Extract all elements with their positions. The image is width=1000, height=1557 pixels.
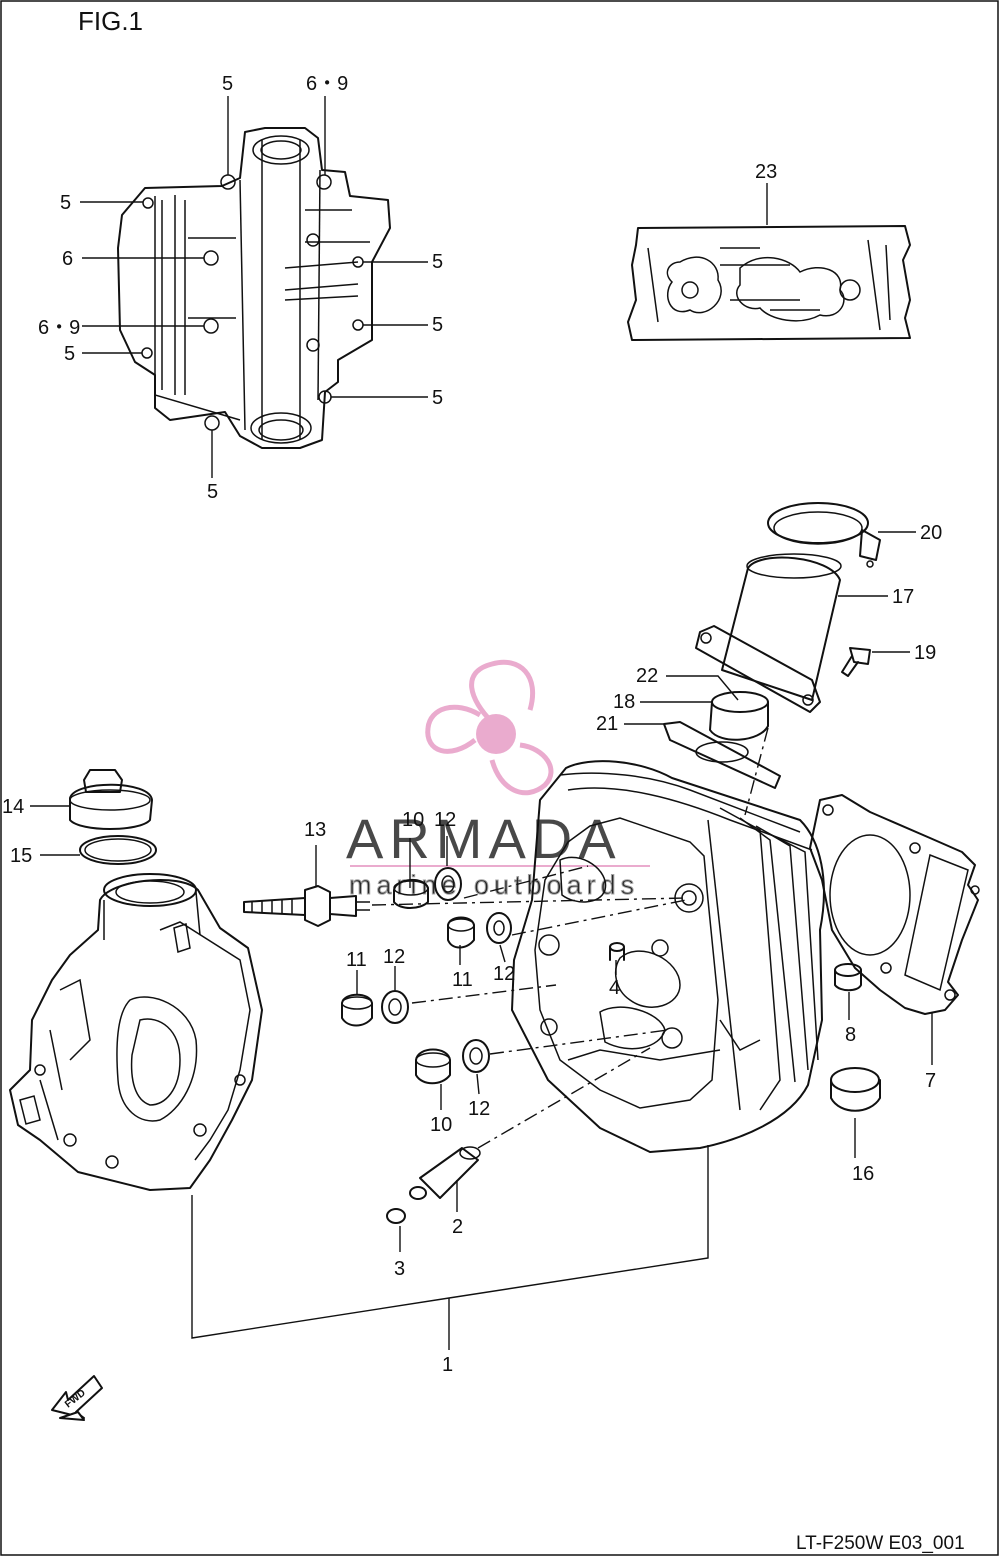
cylinder-head xyxy=(511,760,825,1153)
callout-bolt-left-1: 5 xyxy=(60,192,71,214)
callout-bolt-right-1: 5 xyxy=(432,251,443,273)
propeller-icon xyxy=(425,659,554,796)
callout-cap-nut-upper: 10 xyxy=(402,809,424,831)
callout-bolt-top-right: 6・9 xyxy=(306,73,348,95)
forward-direction-arrow: FWD xyxy=(51,1375,103,1421)
intake-gasket xyxy=(663,721,781,789)
part-callouts: 1 2 3 4 7 8 10 10 11 11 12 12 12 12 13 1… xyxy=(2,522,942,1376)
dowel-pin xyxy=(834,963,862,992)
callout-spark-plug: 13 xyxy=(304,819,326,841)
gasket-set-bag xyxy=(627,225,911,341)
callout-intake-o-ring: 22 xyxy=(636,665,658,687)
top-leader-lines xyxy=(80,96,768,478)
part-leader-lines xyxy=(30,531,933,1350)
cap-nut-lower xyxy=(415,1048,451,1085)
snap-ring xyxy=(386,1208,406,1224)
callout-filler-cap-o-ring: 15 xyxy=(10,845,32,867)
spark-plug xyxy=(243,885,370,927)
washer-lower xyxy=(462,1039,490,1073)
callout-bolt-right-3: 5 xyxy=(432,387,443,409)
callout-washer-middle: 12 xyxy=(383,946,405,968)
intake-insulator xyxy=(709,691,769,741)
callout-intake-screw: 19 xyxy=(914,642,936,664)
callout-snap-ring: 3 xyxy=(394,1258,405,1280)
figure-code: LT-F250W E03_001 xyxy=(796,1533,965,1554)
callout-cap-nut-lower: 10 xyxy=(430,1114,452,1136)
watermark-brand: ARMADA xyxy=(346,807,622,870)
callout-bolt-right-2: 5 xyxy=(432,314,443,336)
intake-pipe xyxy=(695,553,842,713)
callout-bolt-left-2: 6 xyxy=(62,248,73,270)
cylinder-head-cover xyxy=(9,873,263,1191)
callout-nut-middle: 11 xyxy=(346,949,367,971)
armada-watermark: ARMADA marine outboards xyxy=(346,659,650,901)
nut-upper xyxy=(447,916,475,949)
callout-intake-gasket: 21 xyxy=(596,713,618,735)
callout-bolt-top-left: 5 xyxy=(222,73,233,95)
callout-oil-jet-plug: 2 xyxy=(452,1216,463,1238)
callout-bolt-bottom: 5 xyxy=(207,481,218,503)
cap-nut-upper xyxy=(393,879,429,909)
nut-middle xyxy=(341,993,373,1027)
callout-washer-upper-2: 12 xyxy=(493,963,515,985)
head-gasket xyxy=(809,794,980,1015)
callout-washer-lower: 12 xyxy=(468,1098,490,1120)
callout-intake-insulator: 18 xyxy=(613,691,635,713)
callout-cylinder-head: 1 xyxy=(442,1354,453,1376)
callout-intake-pipe: 17 xyxy=(892,586,914,608)
inspection-cap xyxy=(830,1067,881,1112)
callout-intake-clamp: 20 xyxy=(920,522,942,544)
oil-filler-cap xyxy=(69,769,153,830)
top-callouts: 5 6・9 5 5 6 5 6・9 5 5 5 23 xyxy=(38,73,777,503)
callout-bolt-left-4: 5 xyxy=(64,343,75,365)
valve-guide-dowel xyxy=(609,942,625,961)
alignment-lines xyxy=(371,727,769,1149)
callout-dowel-pin: 8 xyxy=(845,1024,856,1046)
washer-upper-1 xyxy=(434,867,462,901)
callout-washer-upper-1: 12 xyxy=(434,809,456,831)
watermark-tagline: marine outboards xyxy=(349,870,639,900)
callout-valve-guide-dowel: 4 xyxy=(609,977,620,999)
callout-inspection-cap: 16 xyxy=(852,1163,874,1185)
callout-gasket-set: 23 xyxy=(755,161,777,183)
washer-middle xyxy=(381,990,409,1024)
callout-nut-upper: 11 xyxy=(452,969,473,991)
washer-upper-2 xyxy=(486,912,512,944)
callout-bolt-left-3: 6・9 xyxy=(38,317,80,339)
intake-clamp xyxy=(767,502,881,568)
head-cover-top-view xyxy=(117,127,391,449)
filler-cap-o-ring xyxy=(79,835,157,865)
intake-screw xyxy=(841,647,871,677)
callout-oil-filler-cap: 14 xyxy=(2,796,24,818)
oil-jet-plug xyxy=(409,1146,481,1200)
callout-head-gasket: 7 xyxy=(925,1070,936,1092)
figure-title: FIG.1 xyxy=(78,6,143,36)
